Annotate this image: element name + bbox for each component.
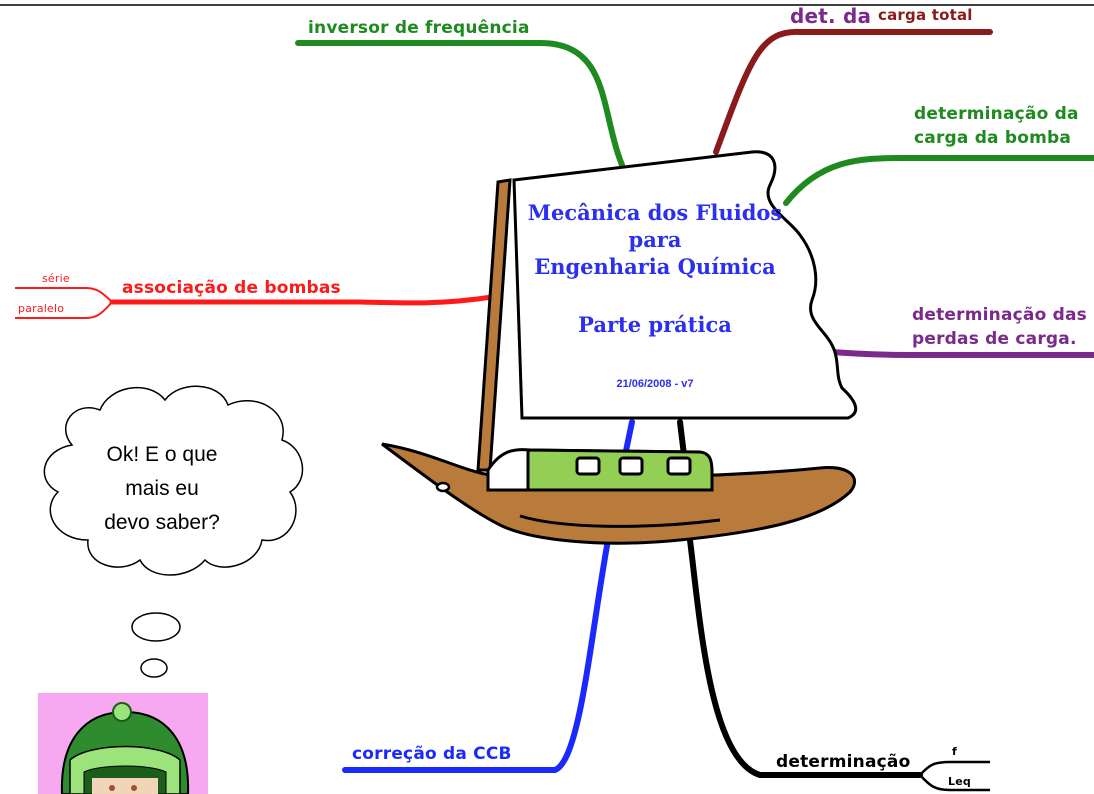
boat-sail — [512, 150, 858, 420]
branch-serie-label: série — [42, 272, 70, 285]
branch-paralelo-label: paralelo — [18, 302, 65, 315]
branch-carga-bomba-label-2: carga da bomba — [914, 128, 1072, 148]
center-subtitle: Parte prática — [578, 312, 732, 337]
thought-bubble-medium — [140, 658, 168, 678]
branch-perdas-label-1: determinação das — [912, 305, 1087, 325]
hull-porthole — [435, 481, 451, 493]
branch-associacao-label: associação de bombas — [122, 278, 341, 298]
branch-inversor-label: inversor de frequência — [308, 18, 530, 38]
branch-leq-line — [919, 774, 990, 792]
center-title-line3: Engenharia Química — [534, 254, 776, 279]
thought-bubble-large — [131, 612, 181, 642]
branch-inversor-line — [295, 40, 625, 168]
center-title-line1: Mecânica dos Fluidos — [527, 200, 783, 225]
beanie-pompom — [112, 702, 132, 722]
branch-serie-line — [15, 287, 113, 303]
branch-perdas-line — [829, 349, 1094, 358]
branch-f-line — [919, 760, 990, 776]
branch-f-label: f — [952, 745, 957, 758]
thought-line-1: Ok! E o que — [106, 443, 218, 466]
branch-carga-total-prefix: det. da — [790, 4, 872, 28]
thought-line-3: devo saber? — [104, 511, 220, 534]
branch-paralelo-line — [15, 301, 113, 319]
cabin-window — [575, 456, 601, 476]
hull-keel-line — [519, 514, 721, 528]
boat-mast — [476, 178, 512, 472]
branch-carga-total-line — [713, 28, 993, 155]
thought-line-2: mais eu — [125, 477, 199, 500]
branch-carga-bomba-label-1: determinação da — [914, 104, 1079, 124]
branch-carga-total-label: carga total — [878, 6, 973, 24]
center-version: 21/06/2008 - v7 — [616, 378, 694, 390]
branch-correcao-label: correção da CCB — [352, 744, 512, 764]
character-avatar — [60, 702, 190, 794]
branch-determinacao-label: determinação — [776, 752, 911, 772]
center-title-line2: para — [628, 227, 682, 252]
branch-leq-label: Leq — [948, 775, 971, 788]
branch-determinacao-line — [677, 419, 923, 778]
thought-cloud — [43, 385, 304, 576]
branch-carga-bomba-line — [783, 155, 1094, 206]
cabin-window — [666, 456, 692, 476]
thought-text: Ok! E o que mais eu devo saber? — [48, 438, 276, 554]
branch-associacao-line — [109, 294, 495, 306]
cabin-window — [618, 456, 644, 476]
branch-perdas-label-2: perdas de carga. — [912, 329, 1077, 349]
